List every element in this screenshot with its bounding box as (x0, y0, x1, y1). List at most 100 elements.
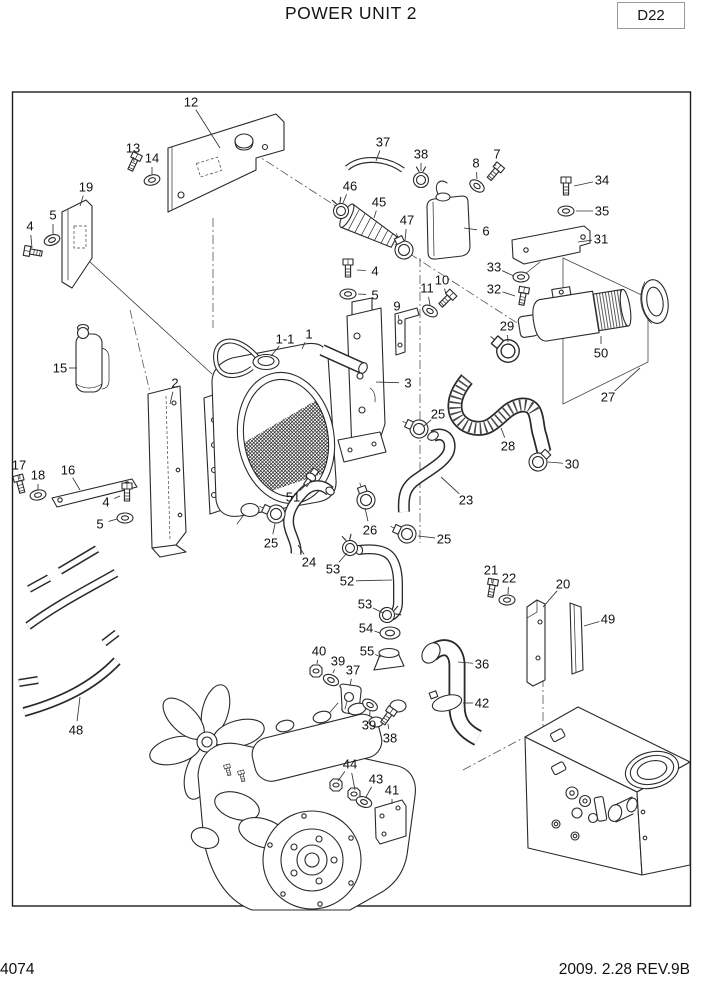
leader-line (195, 109, 221, 149)
bracket-31 (511, 225, 591, 265)
leader-line (79, 195, 84, 207)
callout-1-1: 1-1 (276, 332, 295, 347)
callout-50: 50 (594, 346, 608, 361)
callout-36: 36 (475, 657, 489, 672)
hose-24 (283, 480, 335, 555)
callout-49: 49 (601, 612, 615, 627)
callout-29: 29 (500, 319, 514, 334)
leader-line (444, 288, 447, 295)
leader-line (364, 507, 369, 522)
callout-2: 2 (171, 376, 178, 391)
callout-5: 5 (96, 517, 103, 532)
callout-30: 30 (565, 457, 579, 472)
callout-9: 9 (393, 299, 400, 314)
callout-37: 37 (346, 663, 360, 678)
callout-25: 25 (264, 536, 278, 551)
callout-layer: 1213141954373887464547634353133324510119… (12, 95, 641, 804)
callout-1: 1 (305, 327, 312, 342)
callout-39: 39 (362, 718, 376, 733)
callout-20: 20 (556, 577, 570, 592)
leader-line (387, 723, 390, 730)
callout-39: 39 (331, 654, 345, 669)
bracket-2 (147, 385, 187, 558)
callout-54: 54 (359, 621, 373, 636)
leader-line (72, 477, 81, 491)
callout-44: 44 (343, 757, 357, 772)
callout-52: 52 (340, 574, 354, 589)
leader-line (375, 150, 381, 162)
leader-line (614, 367, 641, 392)
flex-hose-28 (447, 374, 552, 454)
callout-10: 10 (435, 273, 449, 288)
callout-12: 12 (184, 95, 198, 110)
radiator-1 (203, 338, 368, 525)
callout-55: 55 (360, 644, 374, 659)
leader-line (342, 194, 347, 204)
callout-8: 8 (472, 156, 479, 171)
section-ref: D22 (637, 7, 665, 24)
callout-48: 48 (69, 723, 83, 738)
leader-line (76, 696, 81, 722)
hose-37 (345, 157, 405, 173)
callout-28: 28 (501, 439, 515, 454)
bracket-9 (394, 307, 420, 356)
leader-line (272, 523, 276, 535)
section-ref-box: D22 (617, 2, 685, 29)
leader-line (542, 590, 558, 608)
leader-line (457, 661, 474, 664)
tail-pipe-36 (421, 639, 483, 746)
callout-41: 41 (385, 783, 399, 798)
leader-line (297, 544, 305, 555)
leader-line (374, 630, 381, 634)
leader-line (365, 786, 373, 798)
leader-line (547, 461, 564, 464)
leader-line (404, 228, 407, 242)
callout-16: 16 (61, 463, 75, 478)
hydraulic-tank (524, 706, 691, 876)
callout-46: 46 (343, 179, 357, 194)
callout-27: 27 (601, 390, 615, 405)
callout-14: 14 (145, 151, 159, 166)
air-cleaner-50 (517, 279, 669, 342)
leader-line (397, 314, 400, 321)
leader-line (375, 654, 382, 658)
rubber-strips-48 (18, 545, 121, 717)
leader-line (332, 669, 335, 674)
callout-32: 32 (487, 282, 501, 297)
leader-line (463, 227, 478, 231)
page-title: POWER UNIT 2 (284, 3, 418, 23)
bracket-19 (61, 199, 93, 289)
callout-31: 31 (594, 232, 608, 247)
revision-date: 2009. 2.28 REV.9B (558, 961, 690, 978)
callout-7: 7 (493, 147, 500, 162)
leader-line (573, 181, 594, 187)
leader-line (494, 162, 496, 167)
callout-19: 19 (79, 180, 93, 195)
leader-line (270, 345, 280, 357)
callout-51: 51 (286, 490, 300, 505)
page-number: 4074 (0, 961, 35, 978)
leader-line (417, 535, 436, 539)
callout-43: 43 (369, 772, 383, 787)
callout-6: 6 (482, 224, 489, 239)
hose-23 (397, 428, 456, 513)
rubber-mount-55 (373, 647, 405, 671)
leader-line (351, 772, 356, 791)
leader-line (440, 476, 460, 495)
callout-40: 40 (312, 644, 326, 659)
engine (149, 684, 416, 911)
callout-3: 3 (404, 376, 411, 391)
leader-line (299, 482, 309, 492)
leader-line (373, 210, 377, 219)
callout-47: 47 (400, 213, 414, 228)
leader-line (30, 234, 33, 249)
callout-45: 45 (372, 195, 386, 210)
leader-line (169, 391, 174, 405)
leader-line (114, 495, 121, 499)
callout-5: 5 (371, 288, 378, 303)
leader-line (356, 269, 367, 271)
leader-line (502, 270, 515, 277)
callout-5: 5 (49, 208, 56, 223)
